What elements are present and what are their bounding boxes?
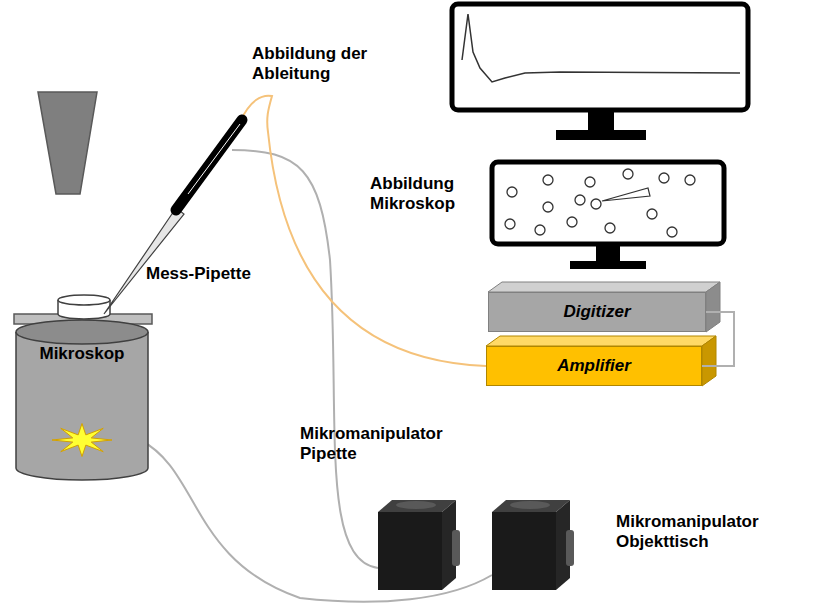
node-text: Amplifier — [557, 356, 631, 376]
monitor-label: Abbildung Mikroskop — [370, 174, 474, 215]
microscope-body: Mikroskop — [15, 320, 149, 480]
manipulator-label: Mikromanipulator Objekttisch — [616, 512, 806, 553]
microscope-monitor — [492, 162, 724, 244]
signal-wire — [240, 96, 486, 366]
monitor-label: Abbildung der Ableitung — [252, 44, 392, 85]
manipulator-label: Mikromanipulator Pipette — [300, 424, 460, 465]
stage-manipulator-wire — [140, 440, 492, 602]
amplifier-box: Amplifier — [486, 346, 702, 386]
pipette-manipulator-wire — [232, 150, 378, 568]
node-text: Digitizer — [563, 302, 630, 322]
monitor-stand — [588, 112, 614, 132]
monitor-base — [570, 261, 646, 269]
pipette-holder — [176, 120, 242, 210]
digitizer-side — [706, 282, 720, 332]
current-trace — [462, 14, 740, 82]
monitor-base — [556, 130, 646, 140]
cable — [702, 312, 734, 366]
pipette-image — [602, 188, 650, 201]
digitizer-box: Digitizer — [488, 292, 706, 332]
micromanipulator-pipette — [378, 500, 460, 590]
digitizer-top — [488, 282, 720, 292]
recording-monitor — [452, 4, 748, 110]
pipette-label: Mess-Pipette — [146, 264, 276, 284]
amplifier-side — [702, 336, 716, 386]
cells — [505, 169, 695, 237]
monitor-stand — [596, 246, 620, 262]
petri-dish-rim — [58, 295, 110, 305]
pipette-holder-highlight — [188, 124, 240, 194]
micromanipulator-stage — [492, 500, 574, 590]
amplifier-top — [486, 336, 716, 346]
glass-pipette — [104, 208, 184, 314]
objective — [38, 92, 97, 194]
node-text: Mikroskop — [19, 344, 145, 364]
